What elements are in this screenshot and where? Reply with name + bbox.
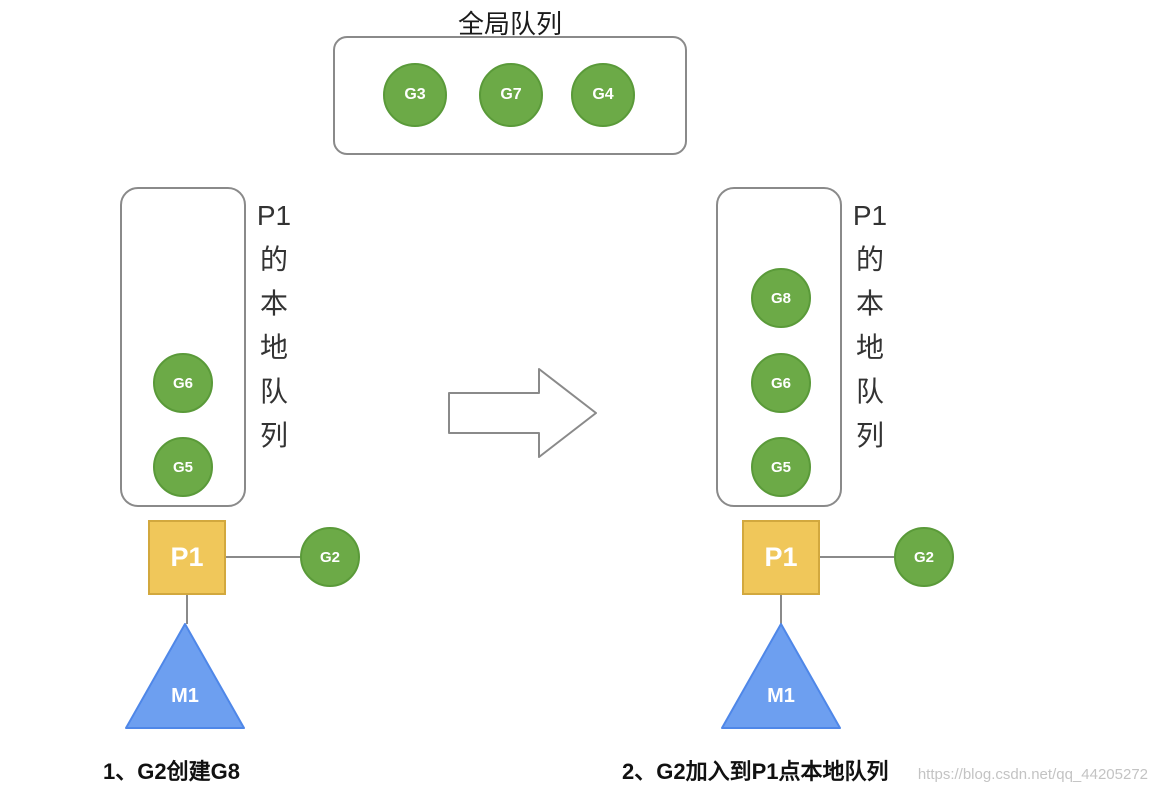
watermark: https://blog.csdn.net/qq_44205272 (917, 766, 1148, 783)
connector-line-p1-m1-right (780, 595, 782, 624)
goroutine-node-g5-left: G5 (153, 437, 213, 497)
goroutine-node-g2-left: G2 (300, 527, 360, 587)
local-queue-label-right: P1 的 本 地 队 列 (848, 194, 892, 458)
label-char: 列 (259, 420, 288, 451)
processor-node-p1-left: P1 (148, 520, 226, 595)
machine-label-left: M1 (171, 685, 199, 707)
label-char: 的 (855, 244, 884, 275)
transition-arrow-icon (448, 368, 597, 458)
machine-triangle-m1-left: M1 (125, 623, 245, 729)
label-char: 列 (855, 420, 884, 451)
label-char: 本 (259, 288, 288, 319)
connector-line-p1-g2-right (820, 556, 894, 558)
goroutine-node-g7: G7 (479, 63, 543, 127)
global-queue-title: 全局队列 (457, 9, 562, 39)
label-char: 队 (855, 376, 884, 407)
label-char: P1 (852, 200, 888, 231)
triangle-shape (125, 623, 245, 729)
goroutine-node-g4: G4 (571, 63, 635, 127)
goroutine-node-g3: G3 (383, 63, 447, 127)
triangle-shape (721, 623, 841, 729)
goroutine-node-g6-right: G6 (751, 353, 811, 413)
caption-step1: 1、G2创建G8 (103, 759, 240, 784)
goroutine-node-g5-right: G5 (751, 437, 811, 497)
goroutine-node-g8-right: G8 (751, 268, 811, 328)
caption-step2: 2、G2加入到P1点本地队列 (622, 759, 889, 784)
arrow-shape (448, 368, 597, 458)
connector-line-p1-m1-left (186, 595, 188, 624)
machine-label-right: M1 (767, 685, 795, 707)
goroutine-node-g6-left: G6 (153, 353, 213, 413)
local-queue-label-left: P1 的 本 地 队 列 (252, 194, 296, 458)
connector-line-p1-g2-left (226, 556, 300, 558)
label-char: 队 (259, 376, 288, 407)
label-char: 的 (259, 244, 288, 275)
label-char: 本 (855, 288, 884, 319)
goroutine-node-g2-right: G2 (894, 527, 954, 587)
machine-triangle-m1-right: M1 (721, 623, 841, 729)
label-char: 地 (855, 332, 884, 363)
label-char: 地 (259, 332, 288, 363)
processor-node-p1-right: P1 (742, 520, 820, 595)
label-char: P1 (256, 200, 292, 231)
